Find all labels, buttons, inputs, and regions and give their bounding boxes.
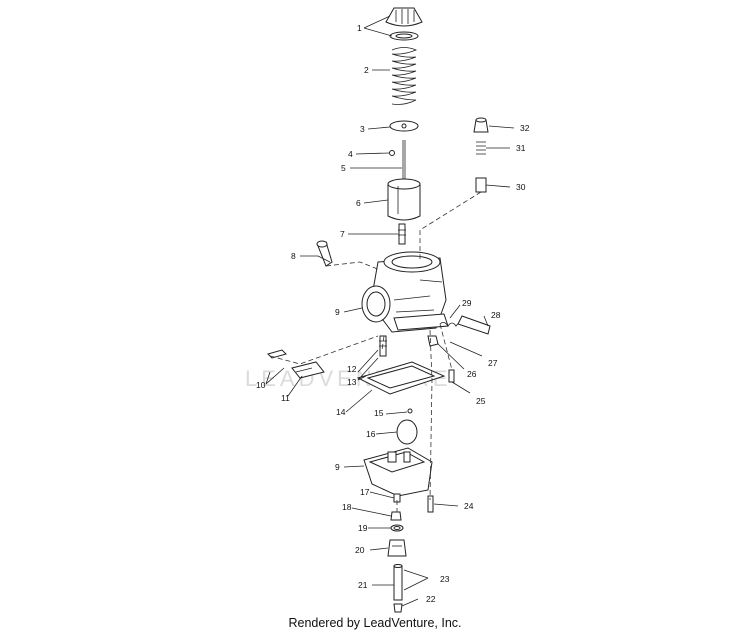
callout-20: 20	[355, 545, 365, 555]
callout-8: 8	[291, 251, 296, 261]
callout-26: 26	[467, 369, 477, 379]
callout-29: 29	[462, 298, 472, 308]
part-needle	[389, 140, 406, 180]
callout-14: 14	[336, 407, 346, 417]
callout-10: 10	[256, 380, 266, 390]
part-cap	[385, 7, 423, 41]
part-float-bowl	[363, 447, 433, 497]
callout-3: 3	[360, 124, 365, 134]
part-float	[396, 408, 418, 445]
callout-27: 27	[488, 358, 498, 368]
callout-21: 21	[358, 580, 368, 590]
part-carb-body	[361, 251, 449, 333]
callout-18: 18	[342, 502, 352, 512]
callout-22: 22	[426, 594, 436, 604]
callout-4: 4	[348, 149, 353, 159]
part-slide	[387, 178, 421, 221]
callout-12: 12	[347, 364, 357, 374]
callout-30: 30	[516, 182, 526, 192]
callout-2: 2	[364, 65, 369, 75]
callout-32: 32	[520, 123, 530, 133]
part-spring	[391, 47, 418, 105]
footer-credit: Rendered by LeadVenture, Inc.	[288, 616, 462, 630]
part-retainer	[389, 120, 419, 132]
callout-9-bowl: 9	[335, 462, 340, 472]
callout-28: 28	[491, 310, 501, 320]
callout-labels: 1 2 3 4 5 6 7 8 9 10 11 12 13 14 15 16 9…	[256, 23, 530, 604]
callout-24: 24	[464, 501, 474, 511]
callout-5: 5	[341, 163, 346, 173]
callout-6: 6	[356, 198, 361, 208]
part-drain-pipe	[393, 564, 403, 613]
part-pilot-jet	[379, 335, 387, 357]
leader-lines	[265, 15, 515, 607]
callout-1: 1	[357, 23, 362, 33]
part-fitting	[473, 117, 489, 193]
part-choke-cap	[316, 240, 333, 267]
callout-11: 11	[281, 393, 290, 403]
callout-16: 16	[366, 429, 376, 439]
part-needle-jet	[398, 223, 406, 245]
callout-13: 13	[347, 377, 357, 387]
callout-15: 15	[374, 408, 384, 418]
part-gasket	[356, 361, 446, 395]
callout-19: 19	[358, 523, 368, 533]
callout-31: 31	[516, 143, 526, 153]
part-drain-stack	[387, 493, 407, 557]
assembly-lines	[269, 191, 482, 512]
callout-17: 17	[360, 487, 370, 497]
callout-25: 25	[476, 396, 486, 406]
callout-7: 7	[340, 229, 345, 239]
callout-23: 23	[440, 574, 450, 584]
part-lever	[267, 349, 325, 379]
callout-9-body: 9	[335, 307, 340, 317]
part-bowl-screws	[427, 369, 455, 513]
